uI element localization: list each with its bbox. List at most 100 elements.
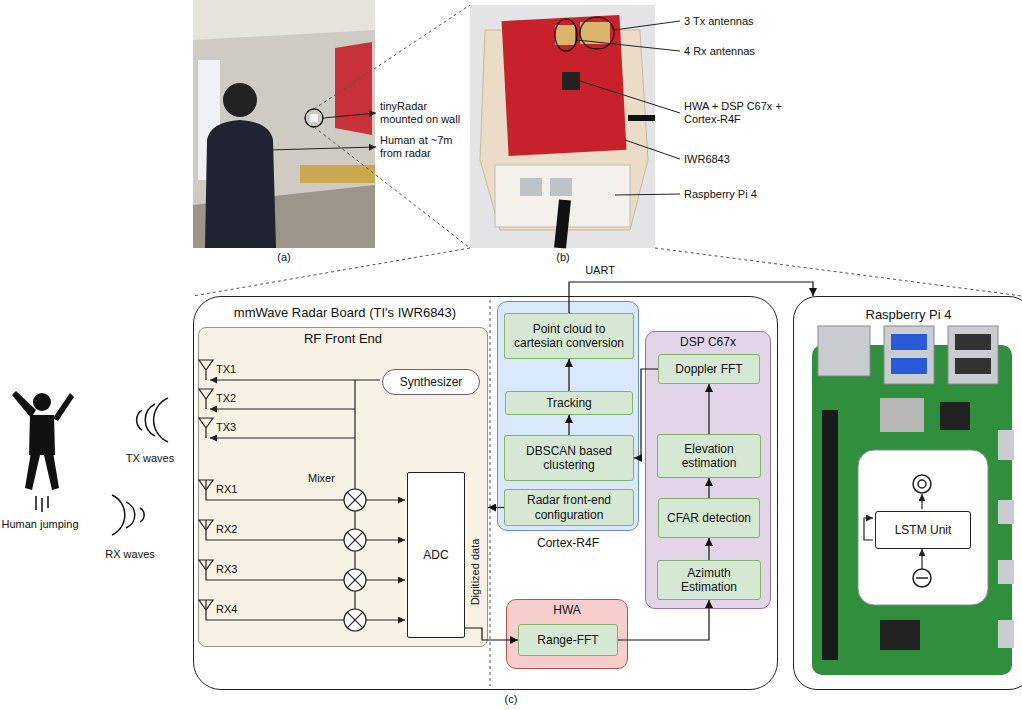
antenna-symbol [199,480,213,490]
annotation-text: RX3 [216,563,246,576]
leader-line [625,140,680,159]
human-icon [12,391,36,418]
annotation-text: 4 Rx antennas [684,45,804,58]
annotation-text: 3 Tx antennas [684,15,804,28]
annotation-label: RX3 [216,563,246,576]
annotation-text: RX2 [216,523,246,536]
raspberry-pi-board [880,620,920,650]
raspberry-pi-board [998,560,1014,584]
person-photo [223,83,257,117]
connector-arrow [488,507,504,508]
raspberry-pi-board [955,334,991,350]
human-icon [53,393,74,421]
device-photo [495,165,630,227]
annotation-text: (a) [270,251,298,264]
callout-ring [555,19,577,51]
mixer-symbol [344,609,366,631]
zoom-line [314,5,470,109]
process-box: Range-FFT [518,624,618,656]
leader-line [323,113,376,118]
leader-line [580,81,680,113]
node-text: Synthesizer [400,375,463,389]
mixer-symbol [344,489,366,511]
annotation-text: IWR6843 [684,153,804,166]
leader-line [268,147,376,150]
human-icon [33,393,51,411]
process-box: CFAR detection [658,498,760,538]
callout-ring [305,109,323,127]
room-photo [193,0,375,248]
node-text: HWA [507,603,627,617]
leader-line [268,113,376,150]
process-box: Doppler FFT [658,354,760,384]
rf-wiring [206,560,344,580]
annotation-text: TX1 [216,363,246,376]
connector-arrow [708,478,709,498]
motion-lines [36,496,48,512]
annotation-text: HWA + DSP C67x + Cortex-R4F [684,100,784,126]
annotation-label: 3 Tx antennas [684,15,804,28]
leader-line [577,21,680,195]
annotation-label: RX4 [216,603,246,616]
wave-arcs [112,398,168,535]
divider-line [490,300,491,686]
device-photo [520,178,542,196]
mixer-symbol [344,489,366,631]
device-photo [550,178,572,196]
connector-arrow [465,628,518,640]
rf-wiring [206,520,344,540]
wave-arcs [126,502,135,528]
callout-ring [580,17,614,49]
process-box: ADC [407,472,465,638]
annotation-label: tinyRadar mounted on wall [380,100,472,126]
node-text: Radar front-end configuration [509,493,629,522]
raspberry-pi-board [891,334,927,350]
node-text: Tracking [546,396,592,410]
zoom-line [193,5,1022,296]
motion-lines [36,496,48,512]
rf-wiring [210,437,355,438]
rf-wiring [206,600,344,620]
zoom-line [655,248,1022,296]
device-photo [628,115,655,121]
lstm-panel [921,494,922,509]
node-text: DBSCAN based clustering [509,444,629,473]
person-photo [205,83,276,248]
connector-arrow [618,600,709,640]
process-box: Point cloud to cartesian conversion [504,313,634,359]
device-photo [580,22,610,44]
antenna-symbol [199,418,213,438]
process-box: Elevation estimation [657,434,761,478]
device-photo [555,25,575,45]
annotation-label: (a) [270,251,298,264]
lstm-panel [858,450,988,605]
raspberry-pi-board [822,410,838,660]
human-icon [44,452,59,490]
container-box: DSP C67xDoppler FFTElevation estimationC… [645,331,771,609]
room-photo [335,42,372,135]
antenna-symbol [199,389,213,409]
edge-label: UART [585,264,615,277]
leader-line [577,40,680,51]
container-box: mmWave Radar Board (TI's IWR6843)RF Fron… [193,296,778,690]
lstm-panel [918,480,926,488]
lstm-panel [858,450,988,605]
device-photo [470,5,655,248]
node-text: LSTM Unit [895,523,952,537]
connector-arrow [708,384,709,434]
annotation-label: HWA + DSP C67x + Cortex-R4F [684,100,784,126]
node-text: RF Front End [199,331,487,347]
annotation-label: RX2 [216,523,246,536]
node-text: CFAR detection [667,511,751,525]
connector-arrow [569,282,813,313]
process-box: DBSCAN based clustering [504,435,634,481]
process-box: Synthesizer [382,369,480,395]
wave-arcs [137,410,142,430]
annotation-label: TX1 [216,363,246,376]
mixer-symbol [347,612,363,628]
antenna-symbol [199,600,213,610]
rf-wiring [354,380,355,609]
raspberry-pi-board [818,326,870,376]
node-text: Point cloud to cartesian conversion [509,322,629,351]
device-photo [480,30,648,230]
